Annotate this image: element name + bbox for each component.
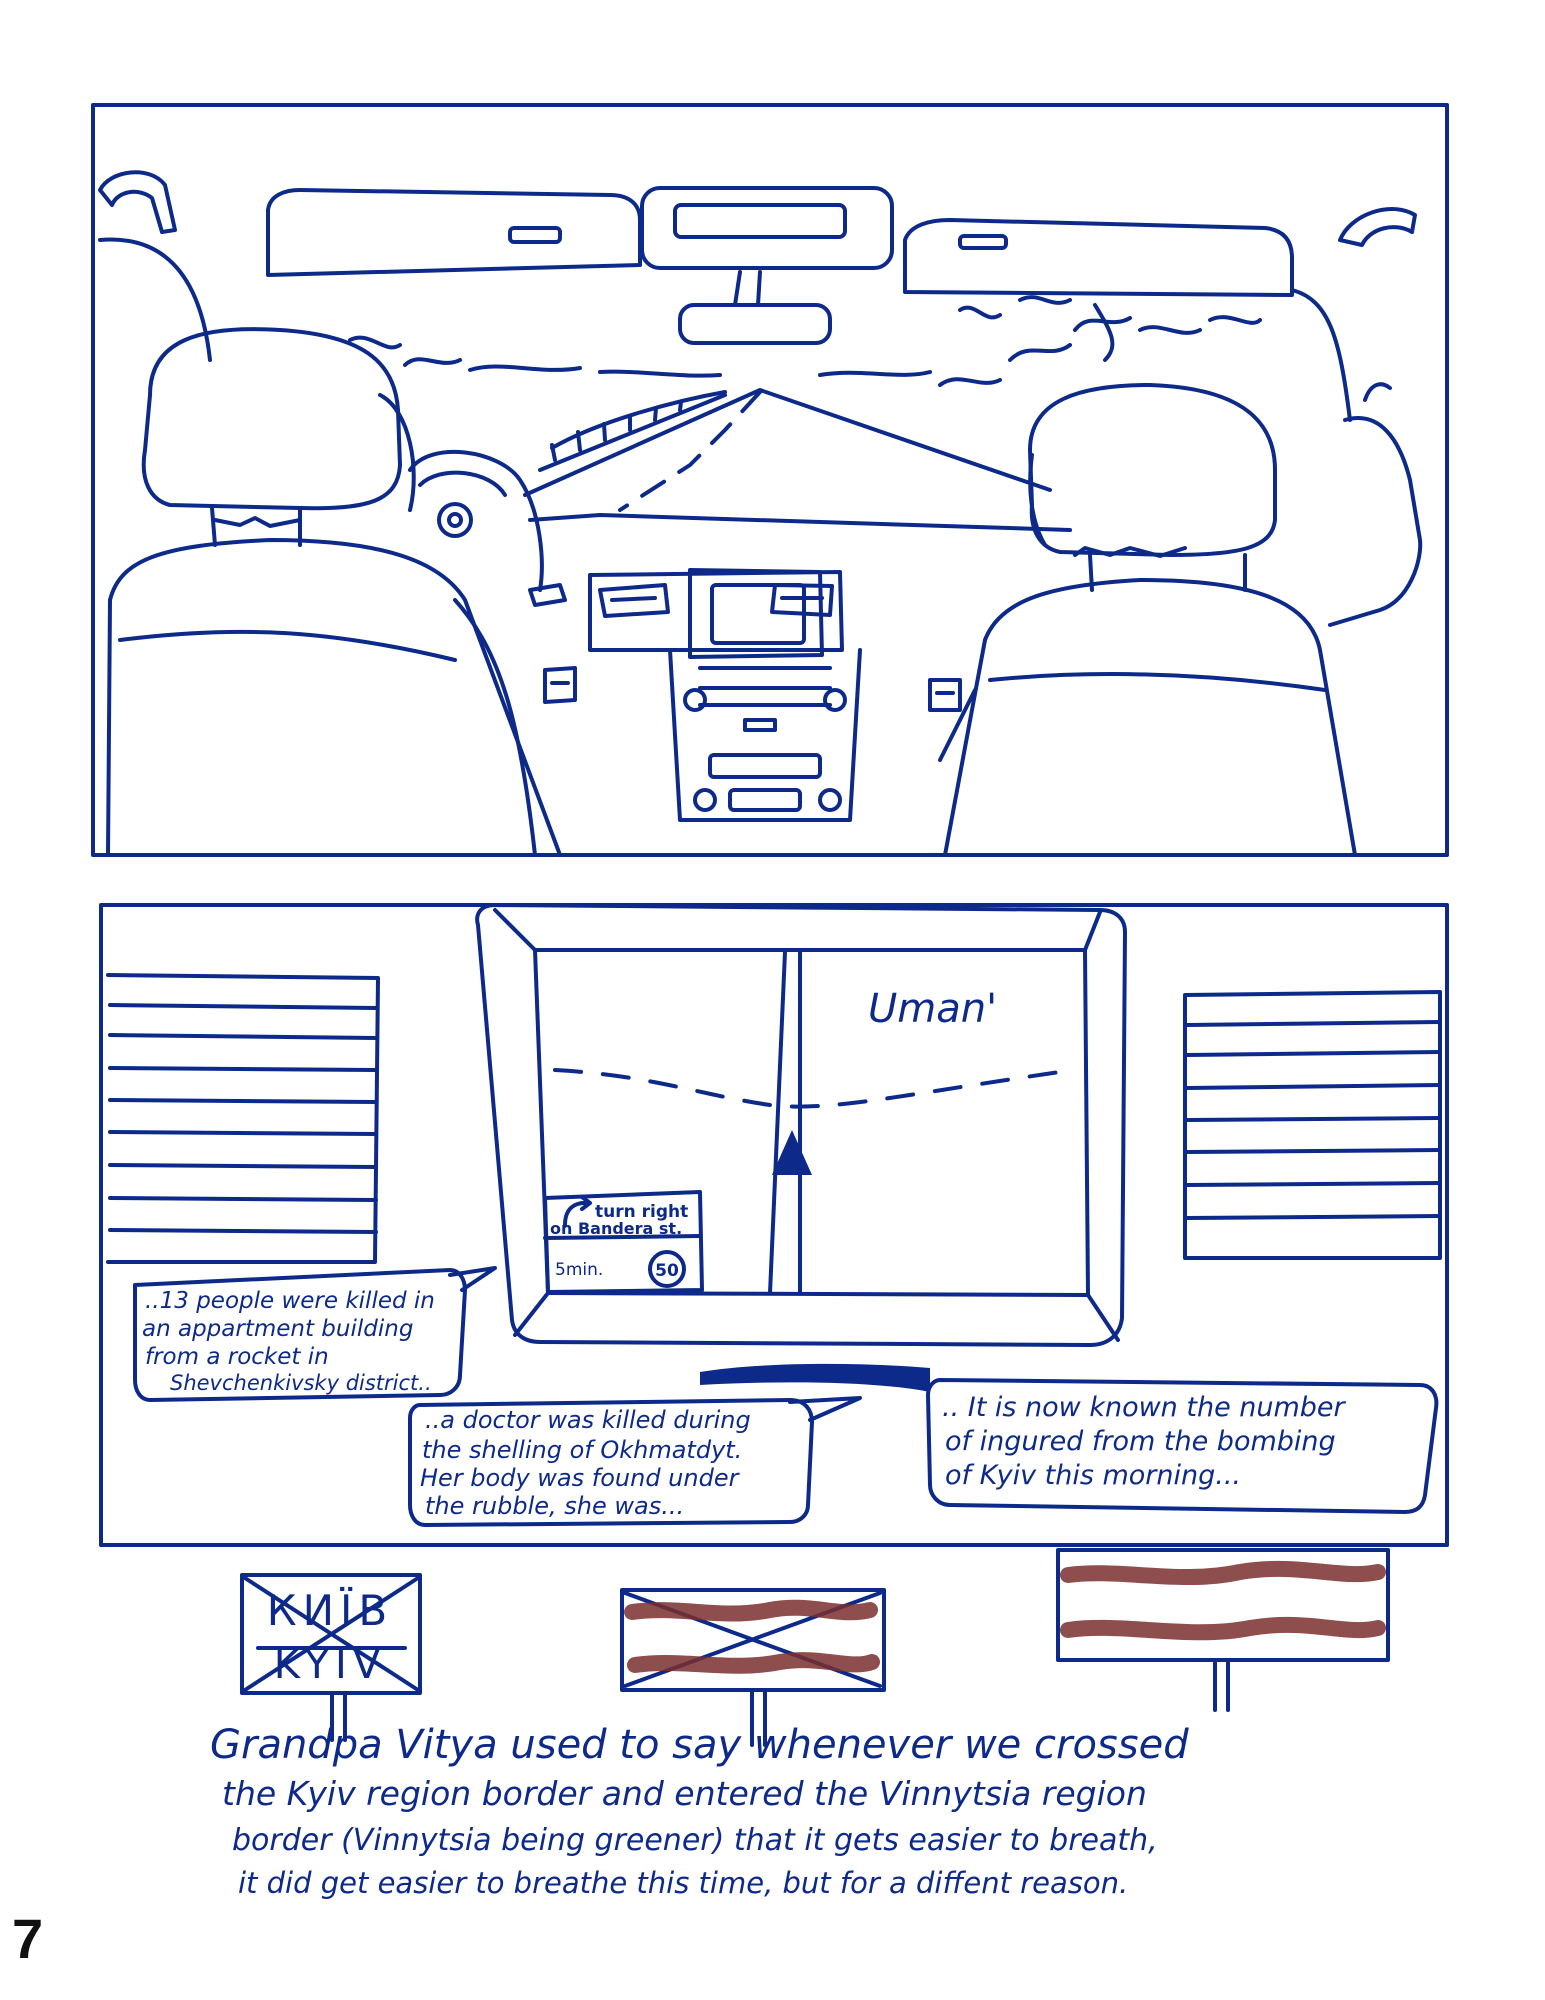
air-vent-left [106, 973, 380, 1264]
radio-bubble-3-line-2: of ingured from the bombing [945, 1426, 1336, 1457]
radio-bubble-1-line-4: Shevchenkivsky district.. [170, 1371, 432, 1395]
speed-limit-sign [648, 1250, 686, 1288]
turn-right-arrow-icon [563, 1195, 592, 1227]
narration-line-3: border (Vinnytsia being greener) that it… [232, 1823, 1158, 1858]
turn-instruction-line2: on Bandera st. [550, 1219, 682, 1238]
map-road-main-left [768, 950, 787, 1295]
panel-2-frame [99, 903, 1449, 1547]
panel-1-frame [91, 103, 1449, 857]
road-scene [348, 295, 1262, 512]
overhead-console [640, 186, 894, 270]
eta-label: 5min. [555, 1260, 603, 1280]
left-seat [106, 327, 562, 857]
radio-bubble-3-tail [700, 1363, 930, 1392]
radio-bubble-1: ..13 people were killed in an appartment… [133, 1266, 497, 1402]
radio-bubble-3-line-3: of Kyiv this morning... [945, 1460, 1241, 1491]
windshield-pillar-right [1290, 288, 1352, 422]
navigation-display: Uman' turn right on Bandera st. 5min. 50 [475, 903, 1127, 1347]
radio-bubble-2-line-2: the shelling of Okhmatdyt. [422, 1436, 742, 1464]
vehicle-position-arrow [772, 1130, 812, 1175]
radio-bubble-1-line-2: an appartment building [142, 1316, 413, 1342]
map-region-border [553, 1068, 1062, 1109]
panel-navigation: Uman' turn right on Bandera st. 5min. 50… [99, 903, 1449, 1547]
narration-line-1: Grandpa Vitya used to say whenever we cr… [210, 1722, 1189, 1768]
radio-bubble-1-line-3: from a rocket in [145, 1344, 329, 1370]
turn-instruction-line1: turn right [595, 1202, 688, 1222]
turn-instruction-card: turn right on Bandera st. 5min. 50 [543, 1190, 704, 1294]
road-sign-crossed-out-3 [1056, 1548, 1390, 1712]
panel-car-interior [91, 103, 1449, 857]
windshield-pillar-left [98, 237, 212, 362]
overhead-console-light [673, 203, 847, 239]
radio-bubble-3-line-1: .. It is now known the number [942, 1392, 1347, 1423]
visor-mirror-right [958, 234, 1008, 250]
radio-bubble-2-line-4: the rubble, she was... [425, 1492, 684, 1520]
radio-bubble-1-line-1: ..13 people were killed in [145, 1288, 435, 1314]
road-sign-kyiv: КИЇВ KYIV [240, 1573, 422, 1742]
visor-mirror-left [508, 226, 562, 244]
steering-wheel [408, 449, 567, 607]
narration-line-2: the Kyiv region border and entered the V… [222, 1774, 1147, 1813]
air-vent-right [1183, 990, 1442, 1260]
console-screen [710, 583, 806, 645]
rear-view-mirror [678, 303, 832, 345]
radio-bubble-2-line-3: Her body was found under [420, 1464, 741, 1492]
sun-visor-left [266, 188, 642, 277]
grab-handle-right [1338, 207, 1417, 247]
road-sign-kyiv-cyrillic: КИЇВ [267, 1585, 393, 1635]
narration-line-4: it did get easier to breathe this time, … [238, 1866, 1128, 1900]
right-seat [938, 382, 1423, 857]
grab-handle-left [98, 170, 177, 234]
map-city-label: Uman' [868, 986, 997, 1032]
radio-bubble-3: .. It is now known the number of ingured… [700, 1363, 1439, 1514]
radio-bubble-2: ..a doctor was killed during the shellin… [408, 1396, 862, 1527]
speed-limit-value: 50 [655, 1261, 679, 1281]
radio-bubble-2-line-1: ..a doctor was killed during [425, 1406, 751, 1434]
dashboard [528, 513, 1072, 532]
center-console [543, 568, 962, 822]
road-sign-crossed-out-2 [620, 1588, 886, 1747]
narration-text: Grandpa Vitya used to say whenever we cr… [210, 1722, 1189, 1900]
page-number: 7 [12, 1907, 43, 1970]
sun-visor-right [903, 218, 1294, 297]
